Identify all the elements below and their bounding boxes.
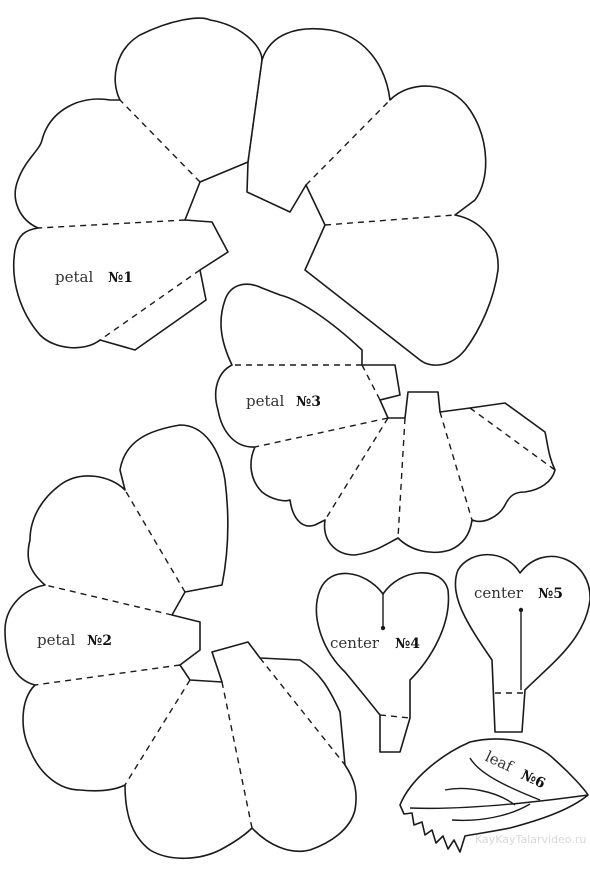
- center-5-label-word: center: [474, 584, 524, 602]
- petal-1-fold-3: [305, 99, 391, 186]
- petal-2-shape: petal №2: [4, 424, 357, 860]
- petal-3-fold-2: [254, 417, 389, 448]
- center-4-label-word: center: [330, 634, 380, 652]
- center-4-slit-dot: [380, 625, 386, 631]
- petal-2-label-word: petal: [37, 631, 75, 649]
- petal-2-outline: [4, 424, 357, 860]
- petal-3-fold-4: [397, 417, 406, 539]
- petal-1-fold-4: [324, 214, 456, 226]
- petal-2-fold-5: [221, 681, 253, 829]
- watermark-text: KayKayTalarvideo.ru: [475, 833, 586, 846]
- center-5-slit-dot: [518, 607, 524, 613]
- petal-1-fold-5: [37, 219, 186, 229]
- petal-3-fold-7: [361, 364, 381, 401]
- petal-2-fold-1: [124, 489, 186, 593]
- center-5-outline: [454, 553, 590, 733]
- petal-1-fold-1: [119, 99, 201, 183]
- leaf-6-midrib: [409, 794, 589, 810]
- leaf-6-vein-2: [444, 787, 516, 806]
- petal-2-label-number: №2: [87, 633, 112, 649]
- petal-3-label-number: №3: [296, 394, 321, 410]
- center-4-label-number: №4: [395, 636, 420, 652]
- center-4-outline: [315, 572, 450, 753]
- petal-3-fold-3: [324, 417, 389, 521]
- center-4-fold: [379, 714, 411, 719]
- leaf-6-label-number: №6: [518, 767, 547, 792]
- petal-2-fold-3: [34, 664, 181, 686]
- petal-2-fold-6: [259, 657, 346, 766]
- petal-3-outline: [214, 283, 556, 556]
- petal-3-fold-6: [469, 407, 556, 471]
- leaf-6-label-word: leaf: [482, 747, 516, 776]
- petal-2-fold-2: [44, 584, 173, 616]
- petal-3-shape: petal №3: [214, 283, 556, 556]
- petal-1-fold-6: [99, 269, 201, 341]
- center-5-label-number: №5: [538, 586, 563, 602]
- center-4-shape: center №4: [315, 572, 450, 753]
- petal-1-label-number: №1: [108, 270, 133, 286]
- petal-1-shape: petal №1: [12, 17, 499, 366]
- petal-1-label-word: petal: [55, 268, 93, 286]
- center-5-shape: center №5: [454, 553, 590, 733]
- leaf-6-vein-1: [469, 757, 541, 801]
- petal-3-label-word: petal: [246, 392, 284, 410]
- petal-1-outline: [12, 17, 499, 366]
- petal-2-fold-4: [124, 679, 191, 786]
- petal-3-fold-5: [439, 411, 473, 521]
- leaf-6-vein-3: [451, 803, 531, 822]
